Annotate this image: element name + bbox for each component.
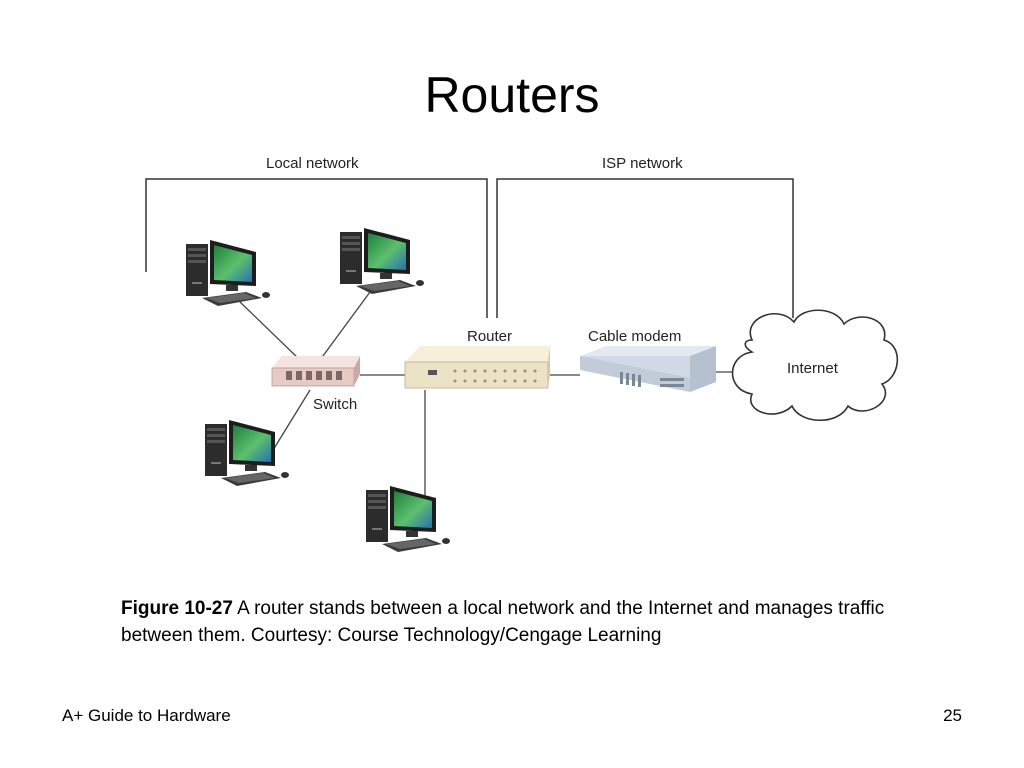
local-network-bracket <box>145 178 488 318</box>
page-number: 25 <box>943 706 962 725</box>
computer-icon <box>340 228 424 294</box>
isp-network-bracket <box>496 178 794 318</box>
network-cables <box>239 291 738 495</box>
network-diagram: Local network ISP network Router Cable m… <box>145 155 899 552</box>
switch-label: Switch <box>313 396 357 413</box>
cable-modem-label: Cable modem <box>588 328 681 345</box>
isp-network-label: ISP network <box>602 155 683 172</box>
internet-label: Internet <box>787 360 839 377</box>
internet-cloud-icon <box>731 309 899 421</box>
local-network-label: Local network <box>266 155 359 172</box>
footer-course-title: A+ Guide to Hardware <box>62 706 231 725</box>
computer-icon <box>186 240 270 306</box>
computer-icon <box>205 420 289 486</box>
switch-icon <box>271 356 360 387</box>
figure-reference: Figure 10-27 <box>121 598 233 619</box>
cable-modem-icon <box>580 346 716 392</box>
computer-icon <box>366 486 450 552</box>
caption-text: A router stands between a local network … <box>121 598 885 646</box>
router-label: Router <box>467 328 512 345</box>
figure-caption: Figure 10-27 A router stands between a l… <box>121 595 941 649</box>
slide-title: Routers <box>424 67 600 123</box>
router-icon <box>404 346 550 389</box>
